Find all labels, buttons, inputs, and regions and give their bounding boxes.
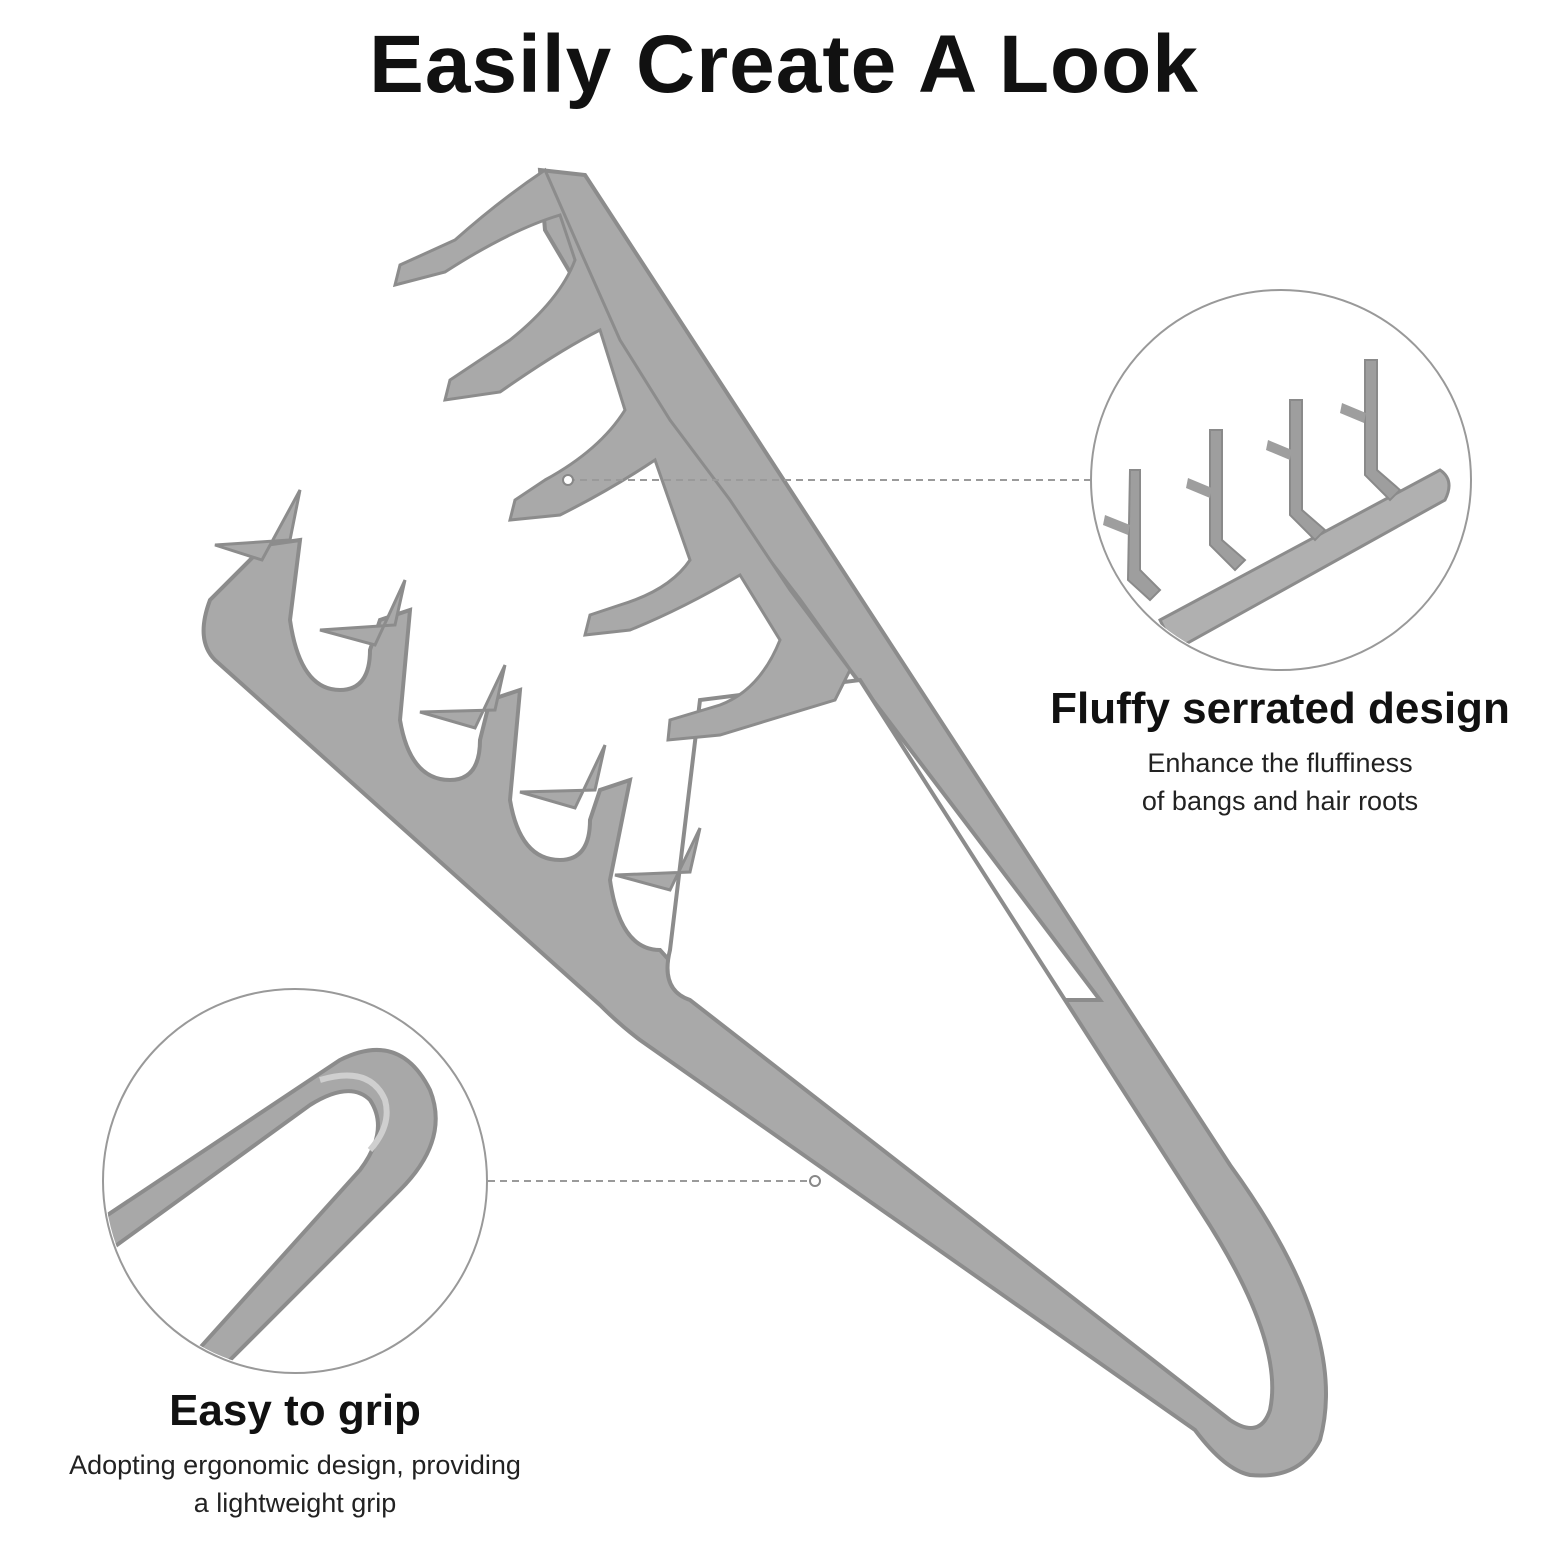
feature-description: Adopting ergonomic design, providing a l…	[20, 1446, 570, 1522]
hair-comb-icon	[201, 167, 1328, 1478]
feature-grip-callout: Easy to grip Adopting ergonomic design, …	[20, 1386, 570, 1522]
feature-description-line: Adopting ergonomic design, providing	[69, 1450, 521, 1480]
feature-description-line: a lightweight grip	[193, 1488, 397, 1518]
leader-dot-grip	[809, 1175, 821, 1187]
feature-description-line: Enhance the fluffiness	[1147, 748, 1413, 778]
page-title: Easily Create A Look	[369, 19, 1199, 110]
feature-description-line: of bangs and hair roots	[1141, 786, 1419, 816]
handle-closeup-icon	[102, 988, 488, 1374]
leader-dot-serrated	[562, 474, 574, 486]
comb-teeth-closeup-icon	[1090, 289, 1472, 671]
feature-title: Easy to grip	[169, 1386, 421, 1435]
feature-description: Enhance the fluffiness of bangs and hair…	[1020, 744, 1540, 820]
feature-title: Fluffy serrated design	[1050, 684, 1510, 733]
feature-serrated-callout: Fluffy serrated design Enhance the fluff…	[1020, 684, 1540, 820]
